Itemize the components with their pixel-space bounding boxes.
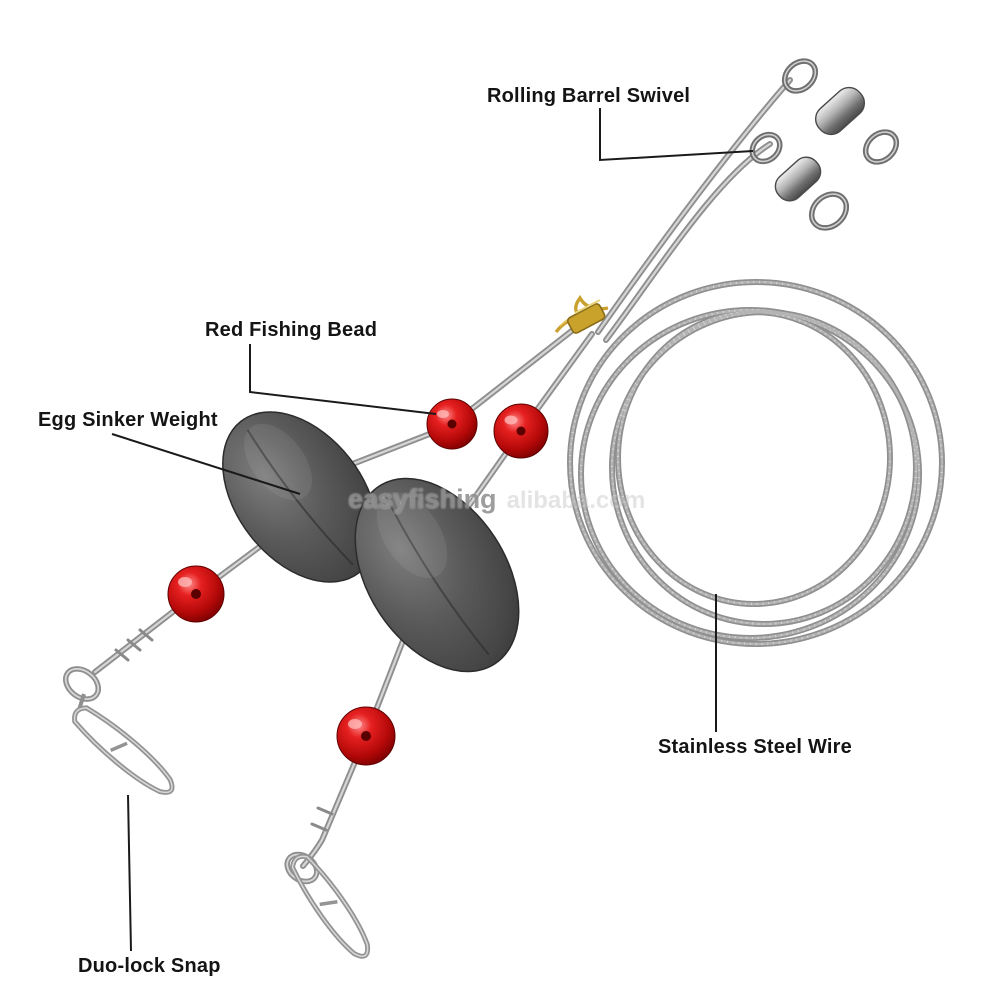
swivel-barrel bbox=[774, 156, 822, 202]
swivel-barrel bbox=[814, 86, 866, 136]
wire-to-swivels bbox=[595, 77, 793, 343]
egg-sinker-weight-left bbox=[222, 411, 378, 583]
red-bead bbox=[426, 398, 478, 450]
red-fishing-beads bbox=[167, 398, 549, 766]
label-rolling-barrel-swivel: Rolling Barrel Swivel bbox=[487, 85, 691, 107]
egg-sinker-weight-right bbox=[354, 477, 520, 673]
label-red-fishing-bead: Red Fishing Bead bbox=[205, 319, 378, 341]
mold-seam bbox=[384, 494, 490, 656]
red-bead bbox=[336, 706, 396, 766]
gold-crimp-sleeve bbox=[554, 294, 609, 334]
leader-line-bead bbox=[249, 344, 437, 415]
wire-coil-loop bbox=[567, 279, 945, 647]
red-bead bbox=[493, 403, 549, 459]
label-stainless-steel-wire: Stainless Steel Wire bbox=[658, 736, 852, 758]
leader-line-swivel bbox=[599, 108, 754, 162]
label-duo-lock-snap: Duo-lock Snap bbox=[78, 955, 221, 977]
mold-seam bbox=[246, 429, 354, 566]
duo-lock-snap-right bbox=[289, 853, 371, 959]
leader-lines bbox=[111, 108, 754, 952]
leader-line-weight bbox=[111, 433, 301, 495]
stainless-wire-coil bbox=[567, 279, 945, 647]
rolling-barrel-swivel-upper bbox=[781, 58, 900, 165]
leader-line-snap bbox=[127, 794, 132, 952]
red-bead bbox=[167, 565, 225, 623]
label-egg-sinker-weight: Egg Sinker Weight bbox=[38, 409, 218, 431]
duo-lock-snap-left bbox=[72, 705, 175, 795]
rolling-barrel-swivel-lower bbox=[749, 131, 850, 231]
